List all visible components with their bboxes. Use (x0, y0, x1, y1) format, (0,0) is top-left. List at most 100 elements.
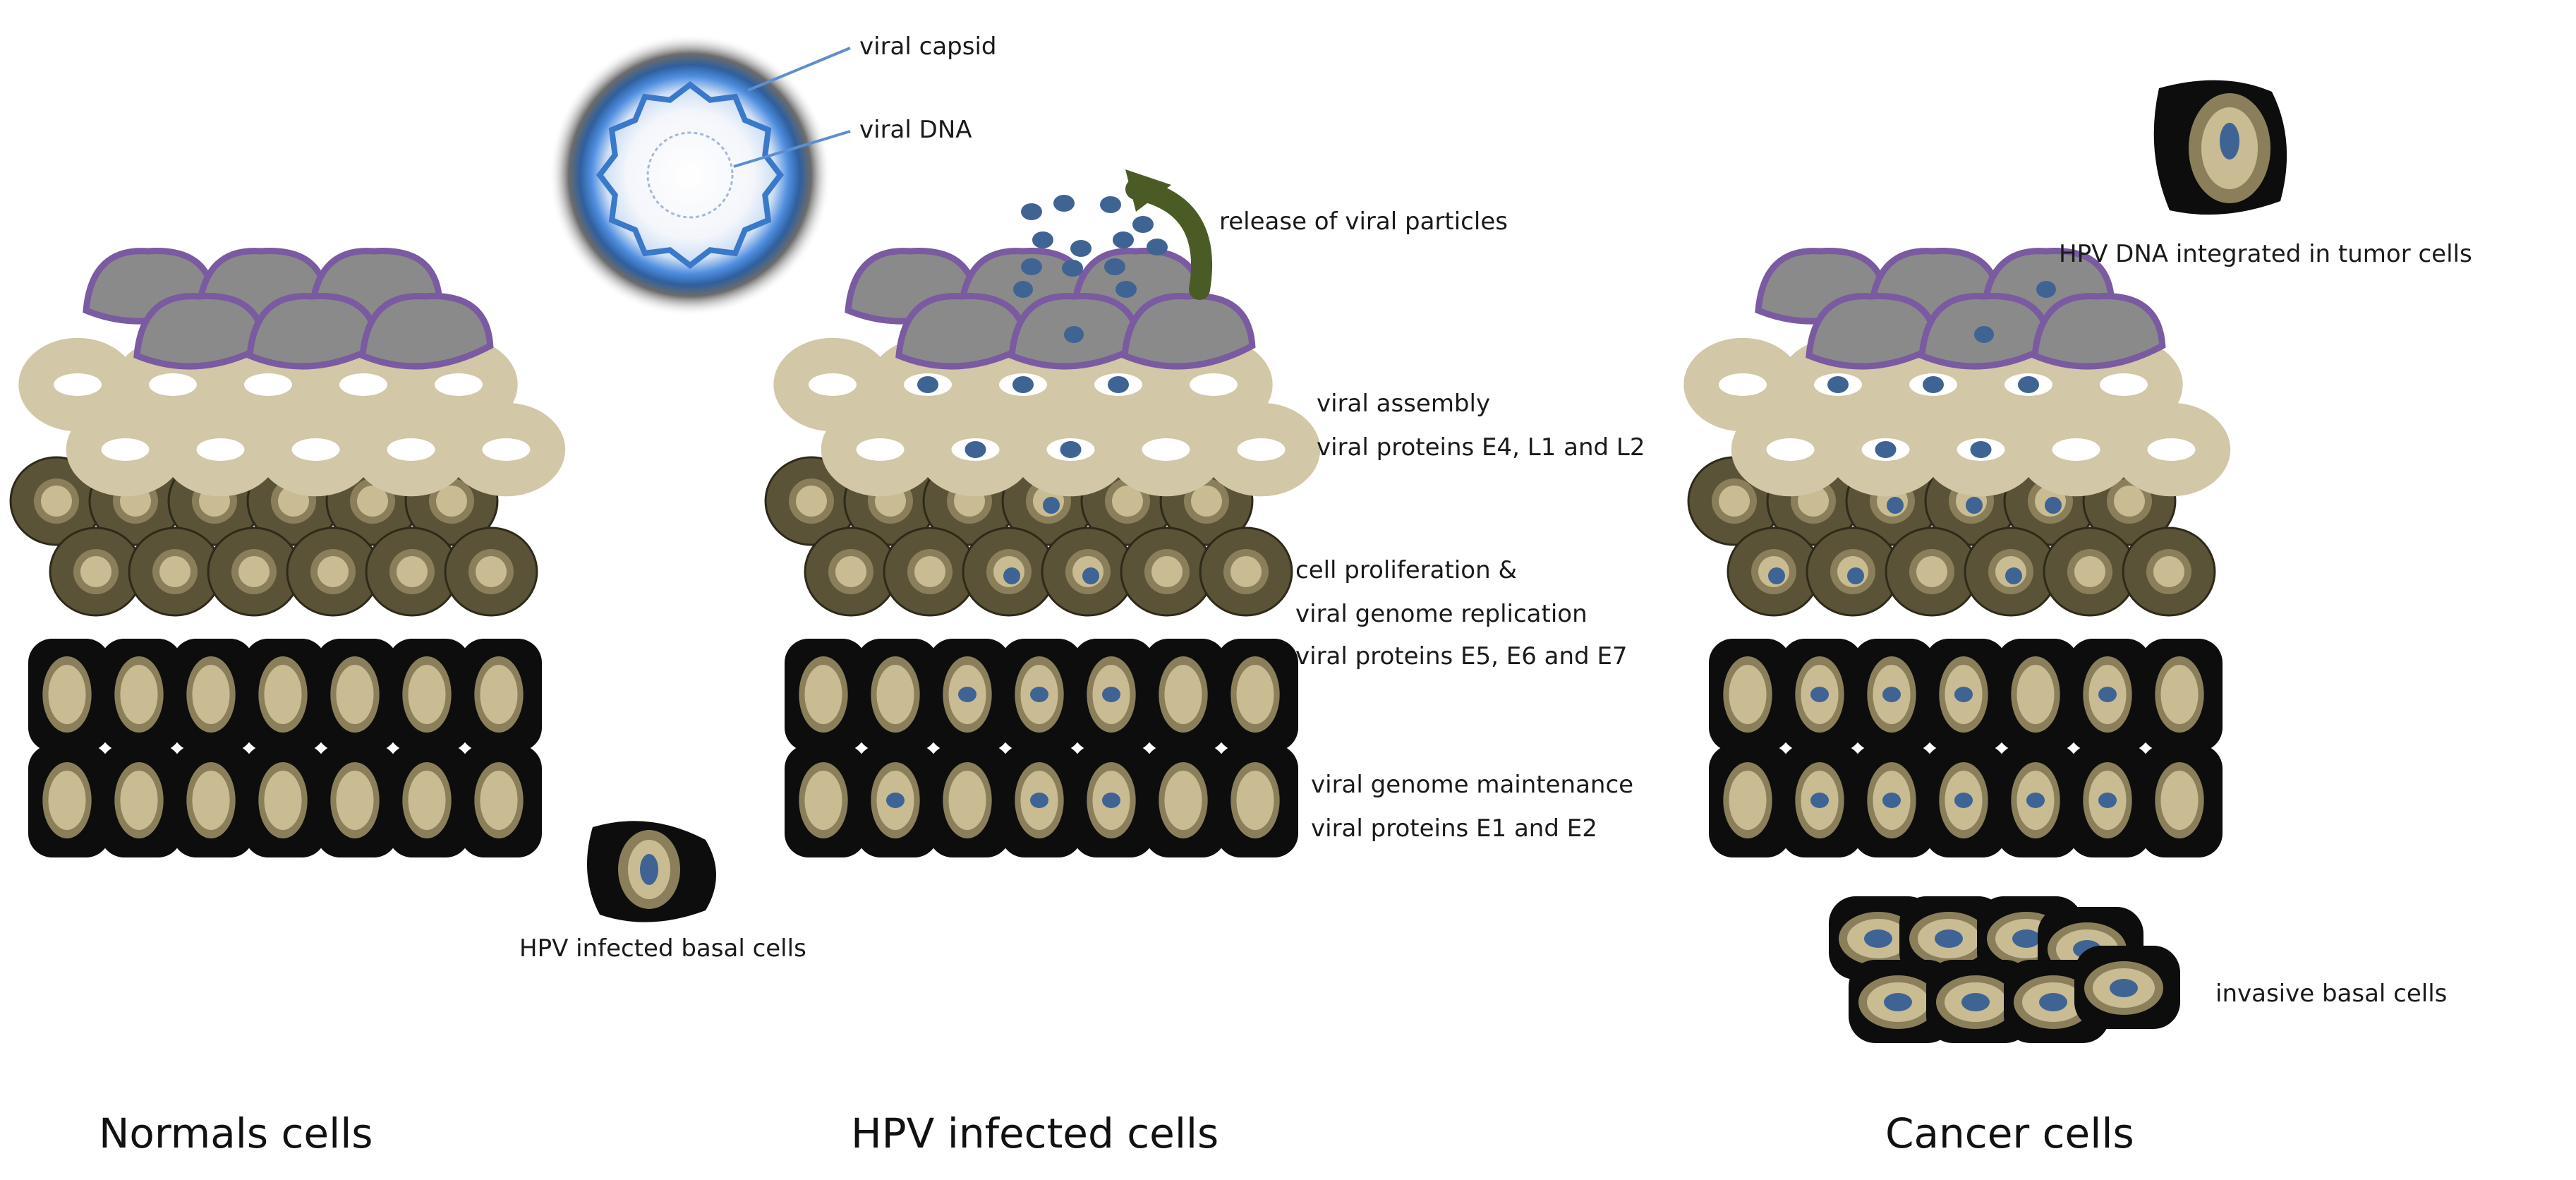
integrated-label: HPV DNA integrated in tumor cells (2059, 240, 2472, 268)
prolif-nucleus (357, 486, 388, 517)
prolif-nucleus (238, 556, 270, 587)
dna-pointer (733, 130, 851, 168)
prolif-nucleus (436, 486, 467, 517)
spinous-nucleus (101, 438, 150, 461)
spinous-nucleus (196, 438, 245, 461)
viral-episome (1882, 793, 1901, 808)
released-virion (1100, 196, 1121, 213)
spinous-nucleus (482, 438, 531, 461)
basal-nucleus (948, 771, 986, 830)
prolif-nucleus (1916, 556, 1947, 587)
viral-particle (1827, 376, 1849, 393)
virion-glow (549, 34, 831, 316)
viral-capsid-label: viral capsid (859, 32, 997, 61)
viral-episome (1003, 567, 1020, 584)
replication-label: viral genome replication (1295, 600, 1588, 628)
normal-epithelium (9, 248, 566, 857)
released-virion (1021, 258, 1042, 275)
basal-nucleus (120, 771, 158, 830)
spinous-nucleus (339, 373, 387, 396)
basal-nucleus (2160, 665, 2199, 724)
spinous-nucleus (1719, 373, 1767, 396)
spinous-nucleus (1237, 438, 1286, 461)
normal-cells-caption: Normals cells (99, 1109, 373, 1157)
cancer-epithelium (1683, 248, 2231, 1043)
capsid-shell (595, 80, 785, 270)
viral-episome (1030, 687, 1048, 702)
spinous-nucleus (1766, 438, 1815, 461)
viral-episome (2005, 567, 2022, 584)
released-virion (1070, 240, 1092, 257)
infected-cells-caption: HPV infected cells (851, 1109, 1219, 1157)
viral-episome (2098, 687, 2117, 702)
prolif-nucleus (80, 556, 111, 587)
spinous-nucleus (2147, 438, 2196, 461)
viral-episome (1102, 793, 1120, 808)
prolif-nucleus (1230, 556, 1262, 587)
viral-episome (2045, 497, 2062, 514)
prolif-nucleus (1191, 486, 1222, 517)
spinous-nucleus (2100, 373, 2148, 396)
viral-episome (1810, 793, 1829, 808)
basal-nucleus (1236, 665, 1274, 724)
superficial-cell (359, 293, 494, 370)
basal-nucleus (336, 771, 374, 830)
superficial-cell (1806, 293, 1940, 370)
integrated-dna (1961, 993, 1990, 1011)
viral-episome (1082, 567, 1099, 584)
basal-nucleus (804, 665, 842, 724)
superficial-cell (1121, 293, 1256, 370)
viral-episome (1954, 793, 1973, 808)
spinous-nucleus (809, 373, 857, 396)
prolif-nucleus (159, 556, 191, 587)
viral-particle (1875, 441, 1897, 458)
spinous-nucleus (291, 438, 340, 461)
proliferation-label: cell proliferation & (1295, 556, 1517, 584)
viral-particle (965, 441, 986, 458)
prolif-nucleus (1112, 486, 1143, 517)
basal-nucleus (1236, 771, 1274, 830)
viral-episome (1847, 567, 1864, 584)
capsid-pointer (747, 47, 851, 92)
prolif-nucleus (835, 556, 866, 587)
integrated-dna (2012, 929, 2040, 948)
assembly-proteins-label: viral proteins E4, L1 and L2 (1317, 433, 1645, 462)
released-virion (1021, 203, 1042, 220)
released-virion (1104, 258, 1125, 275)
tumor-cell (2153, 80, 2287, 215)
basal-nucleus (408, 665, 446, 724)
viral-episome (1810, 687, 1829, 702)
prolif-nucleus (397, 556, 428, 587)
prolif-nucleus (914, 556, 945, 587)
viral-particle (2036, 281, 2056, 298)
viral-episome (2026, 793, 2045, 808)
maintenance-label: viral genome maintenance (1311, 771, 1634, 799)
viral-particle (1923, 376, 1944, 393)
viral-particle (1060, 441, 1082, 458)
maintenance-proteins-label: viral proteins E1 and E2 (1311, 814, 1597, 843)
cancer-cells-caption: Cancer cells (1885, 1109, 2134, 1157)
basal-nucleus (48, 771, 86, 830)
released-virion (1115, 281, 1137, 298)
infected-epithelium (764, 169, 1321, 857)
basal-nucleus (192, 665, 230, 724)
integrated-dna (1864, 929, 1892, 948)
spinous-nucleus (244, 373, 292, 396)
basal-nucleus (48, 665, 86, 724)
spinous-nucleus (54, 373, 102, 396)
basal-nucleus (1164, 771, 1202, 830)
viral-episome (1887, 497, 1904, 514)
viral-particle (2018, 376, 2039, 393)
basal-nucleus (480, 665, 518, 724)
viral-episome (1966, 497, 1983, 514)
released-virion (1113, 231, 1134, 248)
prolif-nucleus (796, 486, 827, 517)
superficial-cell (133, 293, 268, 370)
basal-nucleus (192, 771, 230, 830)
viral-episome (2098, 793, 2117, 808)
viral-episome (1030, 793, 1048, 808)
released-virion (1032, 231, 1053, 248)
prolif-nucleus (41, 486, 72, 517)
virion (549, 34, 851, 316)
